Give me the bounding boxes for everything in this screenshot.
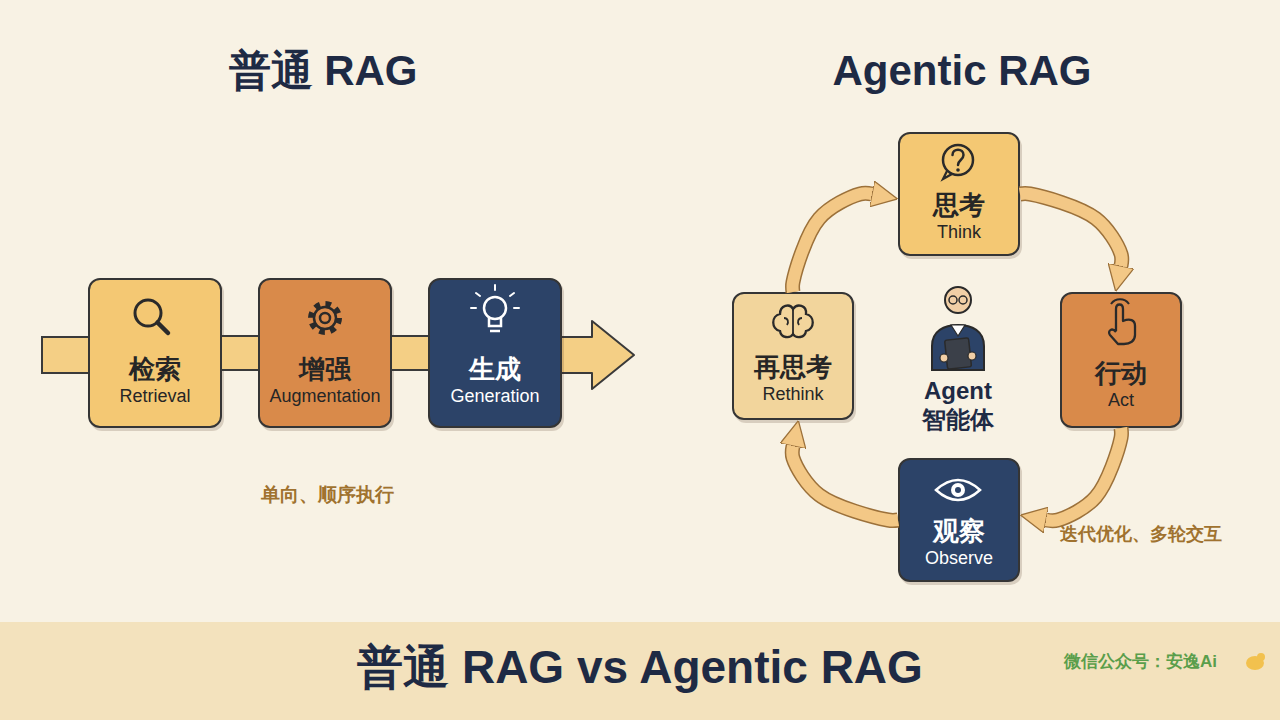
diagram-title: 普通 RAG vs Agentic RAG	[357, 640, 923, 695]
question-mark	[953, 150, 964, 165]
cycle-arrow-fill	[792, 446, 898, 520]
magnifier-icon	[135, 300, 161, 326]
cycle-arrow	[1020, 194, 1122, 266]
cycle-arrow	[1046, 428, 1121, 521]
flow-band-head	[560, 321, 634, 389]
retrieval-step: 检索Retrieval	[88, 278, 222, 428]
watermark: 微信公众号：安逸Ai	[1064, 652, 1217, 672]
step-subtitle: Augmentation	[269, 386, 380, 408]
bulb-icon	[490, 330, 500, 333]
cycle-arrow	[793, 193, 872, 292]
flow-band-fill	[392, 337, 428, 369]
watermark-icon	[1257, 653, 1265, 661]
agent-collar	[951, 325, 965, 336]
bulb-rays	[471, 285, 519, 308]
augmentation-step: 增强Augmentation	[258, 278, 392, 428]
agent-hand	[968, 352, 976, 360]
step-subtitle: Rethink	[762, 384, 823, 406]
bulb-icon	[489, 317, 501, 326]
step-subtitle: Generation	[450, 386, 539, 408]
cycle-arrow-fill	[1046, 428, 1121, 521]
generation-step: 生成Generation	[428, 278, 562, 428]
question-icon	[943, 145, 973, 175]
gear-icon	[320, 313, 330, 323]
cycle-arrow-fill	[1020, 194, 1122, 266]
section-heading: Agentic RAG	[832, 46, 1091, 96]
question-mark	[956, 168, 960, 172]
flow-band	[222, 353, 258, 354]
act-step: 行动Act	[1060, 292, 1182, 428]
loop-note: 迭代优化、多轮交互	[1060, 524, 1222, 546]
eye-icon	[955, 487, 961, 493]
step-title: 检索	[129, 354, 181, 386]
flow-band-outline	[392, 335, 428, 371]
magnifier-icon	[158, 323, 169, 334]
step-title: 增强	[299, 354, 351, 386]
step-subtitle: Observe	[925, 548, 993, 570]
cycle-arrow	[792, 446, 898, 520]
agent-head	[945, 287, 971, 313]
watermark-icon	[1246, 656, 1264, 670]
step-subtitle: Retrieval	[119, 386, 190, 408]
rethink-step: 再思考Rethink	[732, 292, 854, 420]
agent-glasses	[949, 296, 957, 304]
tap-ripple	[1111, 299, 1129, 304]
question-icon	[943, 171, 952, 179]
agent-tablet	[945, 338, 972, 369]
gear-icon	[311, 304, 339, 332]
agent-label: 智能体	[922, 406, 994, 435]
agent-glasses	[959, 296, 967, 304]
flow-note: 单向、顺序执行	[261, 484, 394, 507]
cycle-arrow-outline	[793, 193, 872, 292]
bulb-icon	[484, 297, 506, 319]
flow-band	[392, 353, 428, 354]
eye-icon	[951, 483, 965, 497]
step-title: 观察	[933, 516, 985, 548]
step-subtitle: Think	[937, 222, 981, 244]
section-heading: 普通 RAG	[229, 46, 418, 96]
cycle-arrow-outline	[792, 446, 898, 520]
step-title: 生成	[469, 354, 521, 386]
brain-icon	[773, 306, 813, 338]
gear-icon	[314, 307, 336, 329]
brain-icon	[784, 309, 802, 334]
agent-body	[932, 325, 984, 370]
step-title: 行动	[1095, 358, 1147, 390]
cycle-arrow-fill	[793, 193, 872, 292]
step-subtitle: Act	[1108, 390, 1134, 412]
flow-band-outline	[222, 335, 258, 371]
step-title: 再思考	[754, 352, 832, 384]
flow-band-tail	[42, 337, 90, 373]
step-title: 思考	[933, 190, 985, 222]
eye-icon	[936, 480, 980, 500]
cycle-arrow-outline	[1046, 428, 1121, 521]
agent-label: Agent	[924, 377, 992, 406]
observe-step: 观察Observe	[898, 458, 1020, 582]
title-band	[0, 622, 1280, 720]
flow-band-fill	[222, 337, 258, 369]
agent-hand	[940, 354, 948, 362]
hand-icon	[1109, 305, 1135, 345]
think-step: 思考Think	[898, 132, 1020, 256]
cycle-arrow-outline	[1020, 194, 1122, 266]
